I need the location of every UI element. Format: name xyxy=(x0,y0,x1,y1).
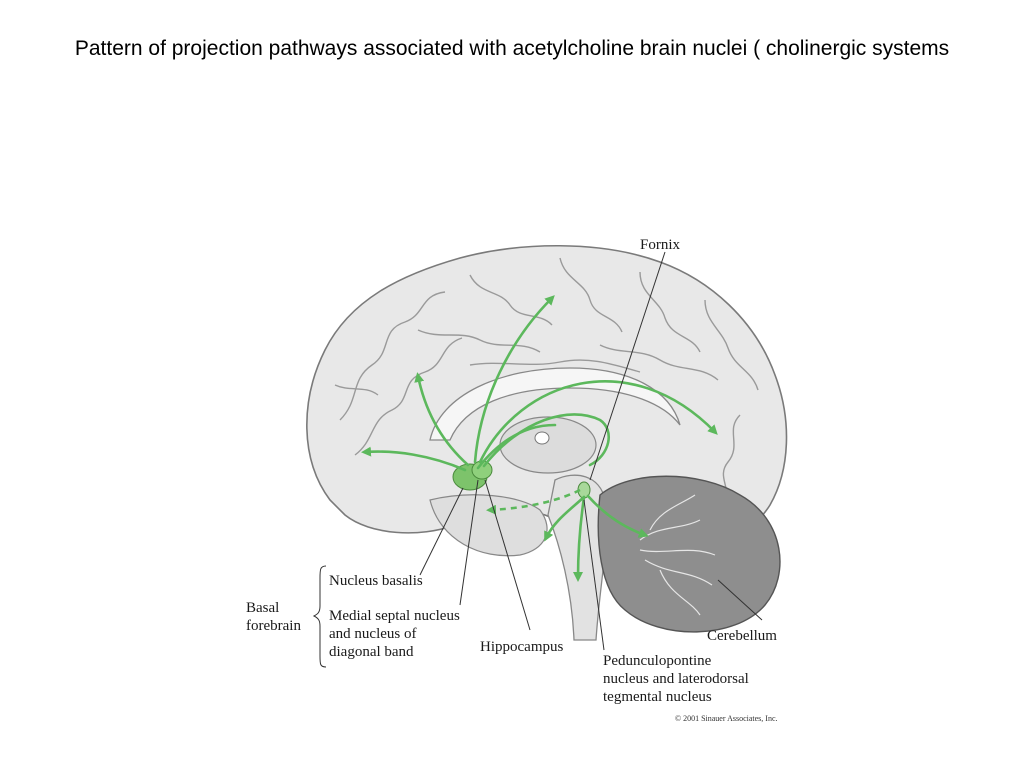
label-medial-septal-line2: and nucleus of xyxy=(329,626,416,642)
cerebellum xyxy=(597,475,781,633)
label-pedunculopontine-line2: nucleus and laterodorsal xyxy=(603,671,749,687)
slide-title: Pattern of projection pathways associate… xyxy=(74,37,950,60)
label-fornix: Fornix xyxy=(640,237,681,253)
basal-forebrain-bracket xyxy=(312,565,327,668)
label-cerebellum: Cerebellum xyxy=(707,628,777,644)
septal-nucleus xyxy=(471,460,493,480)
label-medial-septal-line1: Medial septal nucleus xyxy=(329,608,460,624)
label-pedunculopontine-line1: Pedunculopontine xyxy=(603,653,712,669)
temporal-lobe xyxy=(429,494,548,557)
cholinergic-pathways xyxy=(361,295,718,582)
label-pedunculopontine-line3: tegmental nucleus xyxy=(603,689,712,705)
label-hippocampus: Hippocampus xyxy=(480,639,563,655)
label-nucleus-basalis: Nucleus basalis xyxy=(329,573,423,589)
label-basal-forebrain-line2: forebrain xyxy=(246,618,301,634)
label-medial-septal-line3: diagonal band xyxy=(329,644,414,660)
label-basal-forebrain-line1: Basal xyxy=(246,600,279,616)
leader-lines xyxy=(419,251,763,651)
copyright-notice: © 2001 Sinauer Associates, Inc. xyxy=(675,714,778,723)
